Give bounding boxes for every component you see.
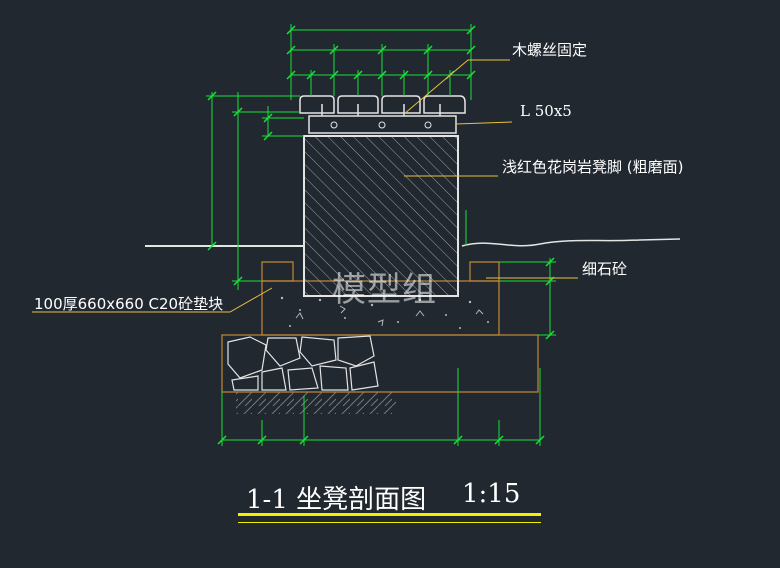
callout-concrete-pad: 100厚660x660 C20砼垫块: [34, 295, 224, 313]
title-underline-thick: [238, 513, 541, 516]
wood-seat: [299, 95, 466, 116]
compacted-earth: [236, 392, 396, 414]
ground-line: [145, 238, 681, 247]
granite-leg: [303, 135, 459, 297]
callout-fine-concrete: 细石砼: [582, 260, 628, 278]
leader-lines: [32, 59, 578, 313]
callout-angle-steel: L 50x5: [520, 102, 572, 120]
callout-screw-fixing: 木螺丝固定: [512, 41, 588, 59]
dimension-ticks: [207, 25, 555, 445]
title-underline-thin: [238, 522, 541, 523]
drawing-title: 1-1 坐凳剖面图: [246, 485, 427, 515]
drawing-scale: 1:15: [462, 479, 521, 509]
rubble-foundation: [221, 334, 539, 393]
callout-granite-leg: 浅红色花岗岩凳脚 (粗磨面): [502, 158, 684, 176]
angle-steel: [308, 115, 457, 134]
watermark-text: 模型组: [332, 270, 437, 310]
